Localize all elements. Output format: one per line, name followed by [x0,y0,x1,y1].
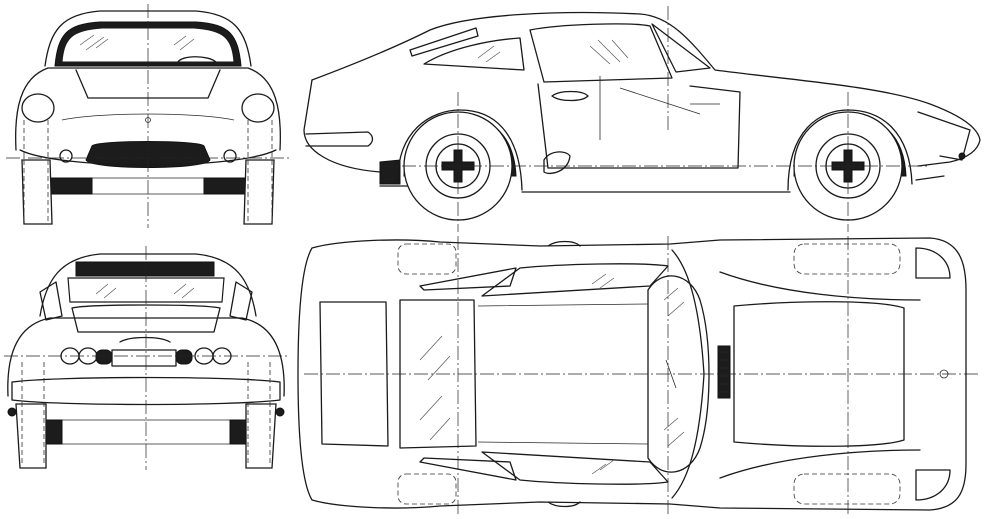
rear-view [4,246,290,470]
side-view [303,6,981,232]
top-view [297,236,980,514]
front-view [6,4,290,228]
